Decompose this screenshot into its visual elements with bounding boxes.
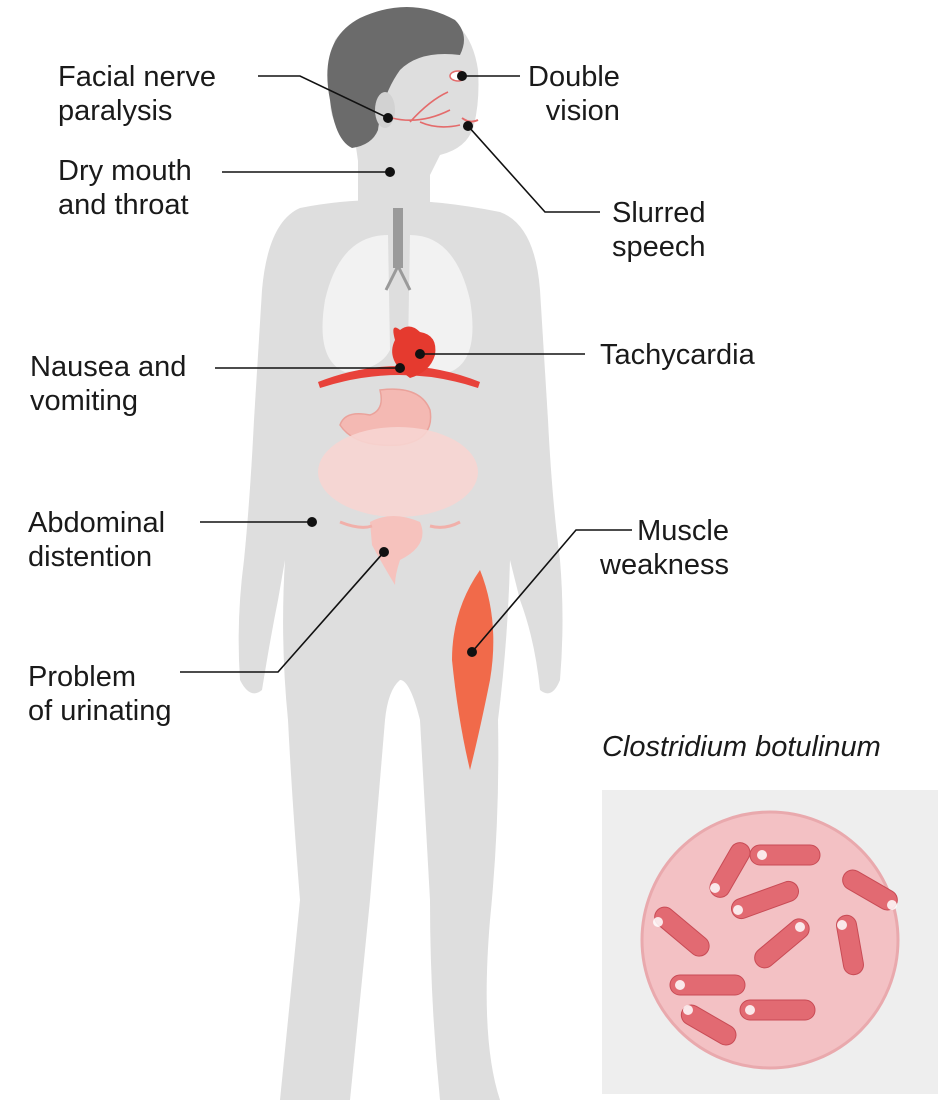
microscope-panel (602, 790, 938, 1094)
label-dry-mouth: Dry mouth and throat (58, 154, 192, 222)
label-line: Slurred (612, 196, 706, 230)
label-tachycardia: Tachycardia (600, 338, 755, 372)
label-facial-nerve-paralysis: Facial nerve paralysis (58, 60, 216, 128)
label-line: speech (612, 230, 706, 264)
ear (375, 92, 395, 128)
label-line: of urinating (28, 694, 172, 728)
intestines (318, 427, 478, 517)
label-line: weakness (600, 548, 729, 582)
label-line: vomiting (30, 384, 186, 418)
label-line: vision (528, 94, 620, 128)
label-line: Dry mouth (58, 154, 192, 188)
label-line: Problem (28, 660, 172, 694)
label-nausea-vomiting: Nausea and vomiting (30, 350, 186, 418)
label-line: Nausea and (30, 350, 186, 384)
trachea (393, 208, 403, 268)
label-problem-urinating: Problem of urinating (28, 660, 172, 728)
label-abdominal-distention: Abdominal distention (28, 506, 165, 574)
label-line: paralysis (58, 94, 216, 128)
label-double-vision: Double vision (528, 60, 620, 128)
label-line: and throat (58, 188, 192, 222)
label-line: Facial nerve (58, 60, 216, 94)
label-muscle-weakness: Muscle weakness (600, 514, 729, 582)
microscope-title: Clostridium botulinum (602, 731, 881, 764)
label-slurred-speech: Slurred speech (612, 196, 706, 264)
label-line: Tachycardia (600, 338, 755, 372)
label-line: Abdominal (28, 506, 165, 540)
label-line: distention (28, 540, 165, 574)
label-line: Double (528, 60, 620, 94)
label-line: Muscle (600, 514, 729, 548)
